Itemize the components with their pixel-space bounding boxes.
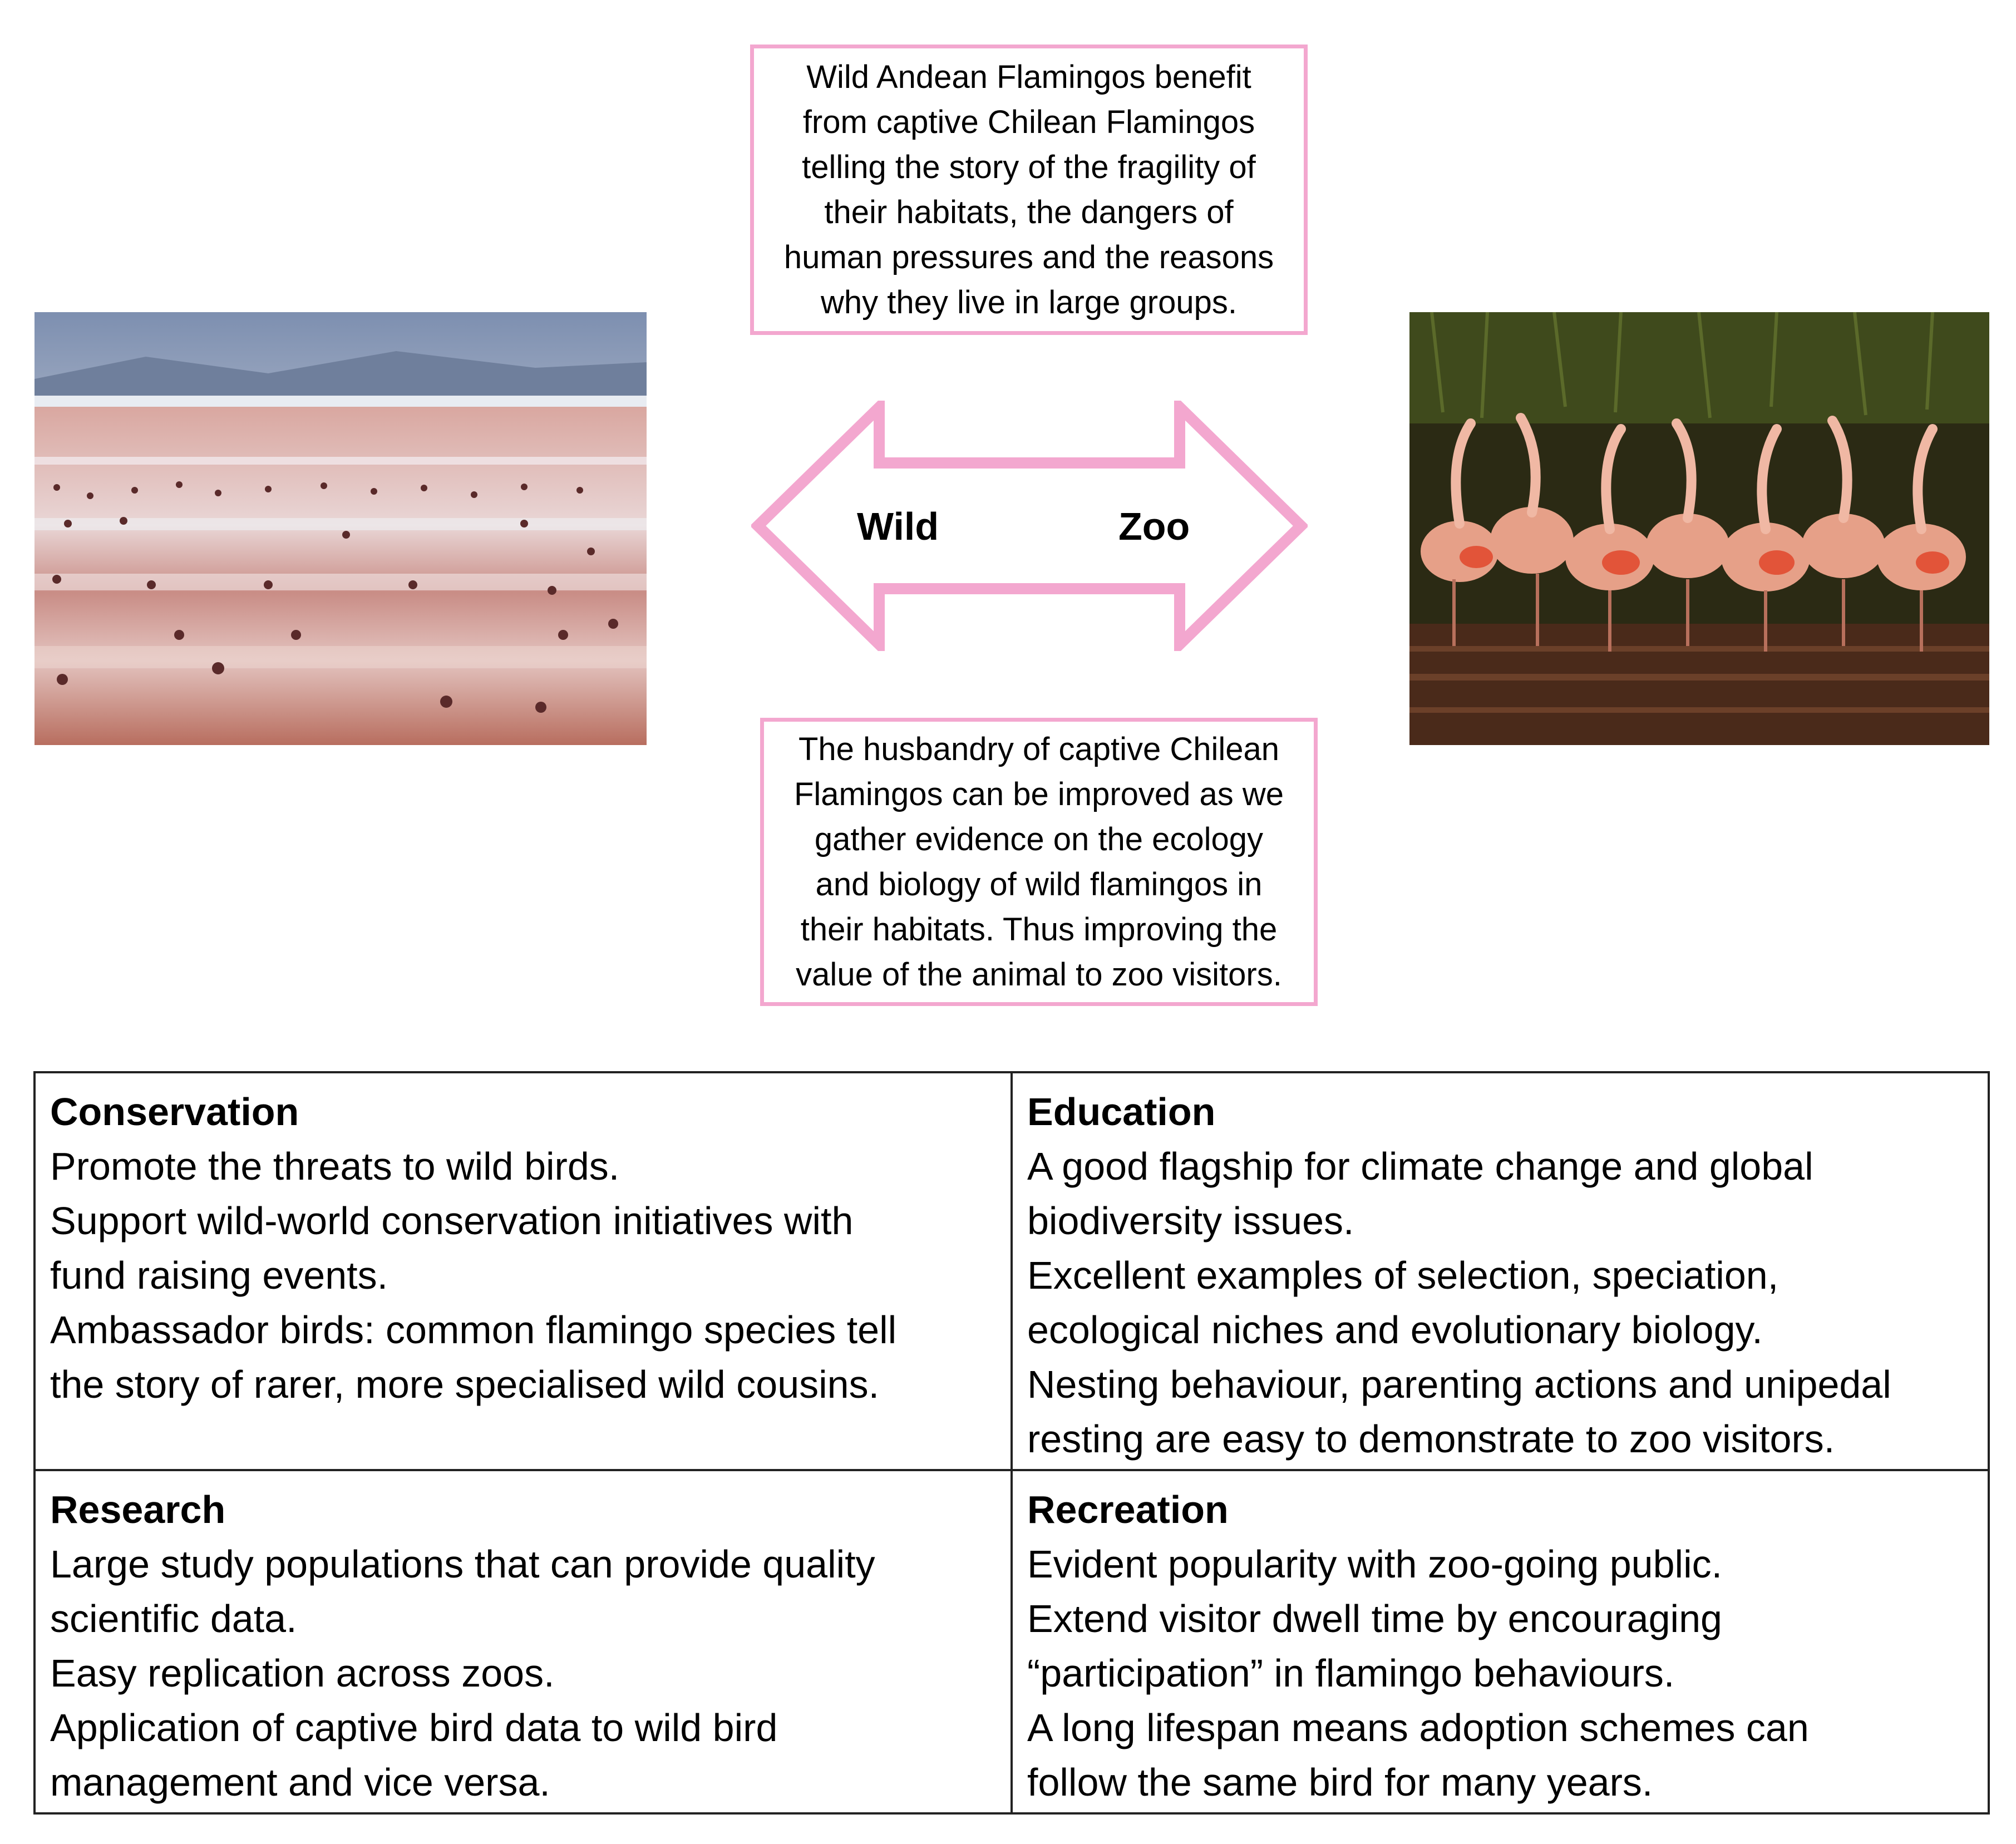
recreation-line: “participation” in flamingo behaviours. (1027, 1651, 1675, 1695)
education-line: biodiversity issues. (1027, 1199, 1354, 1243)
zoo-benefit-textbox: The husbandry of captive Chilean Flaming… (760, 718, 1318, 1006)
research-line: scientific data. (50, 1597, 297, 1640)
recreation-line: Extend visitor dwell time by encouraging (1027, 1597, 1722, 1640)
arrow-label-wild: Wild (857, 505, 939, 548)
research-cell: Research Large study populations that ca… (36, 1471, 1013, 1812)
education-line: resting are easy to demonstrate to zoo v… (1027, 1417, 1835, 1461)
research-line: Large study populations that can provide… (50, 1542, 875, 1586)
conservation-line: the story of rarer, more specialised wil… (50, 1363, 880, 1406)
conservation-line: Promote the threats to wild birds. (50, 1145, 620, 1188)
recreation-line: A long lifespan means adoption schemes c… (1027, 1706, 1809, 1749)
conservation-line: Support wild-world conservation initiati… (50, 1199, 854, 1243)
recreation-cell: Recreation Evident popularity with zoo-g… (1013, 1471, 1988, 1812)
education-line: Nesting behaviour, parenting actions and… (1027, 1363, 1891, 1406)
recreation-title: Recreation (1027, 1488, 1229, 1531)
recreation-line: Evident popularity with zoo-going public… (1027, 1542, 1723, 1586)
education-line: Excellent examples of selection, speciat… (1027, 1254, 1779, 1297)
conservation-title: Conservation (50, 1090, 299, 1133)
double-arrow-shape (751, 401, 1308, 651)
wild-benefit-textbox: Wild Andean Flamingos benefit from capti… (750, 45, 1308, 335)
conservation-line: Ambassador birds: common flamingo specie… (50, 1308, 897, 1352)
recreation-line: follow the same bird for many years. (1027, 1761, 1653, 1804)
conservation-line: fund raising events. (50, 1254, 388, 1297)
benefits-table: Conservation Promote the threats to wild… (33, 1071, 1990, 1815)
education-cell: Education A good flagship for climate ch… (1013, 1073, 1988, 1471)
research-line: management and vice versa. (50, 1761, 550, 1804)
education-line: A good flagship for climate change and g… (1027, 1145, 1813, 1188)
conservation-cell: Conservation Promote the threats to wild… (36, 1073, 1013, 1471)
education-line: ecological niches and evolutionary biolo… (1027, 1308, 1763, 1352)
research-line: Application of captive bird data to wild… (50, 1706, 778, 1749)
education-title: Education (1027, 1090, 1216, 1133)
research-line: Easy replication across zoos. (50, 1651, 555, 1695)
zoo-flamingo-photo (1409, 312, 1989, 745)
wild-zoo-double-arrow: Wild Zoo (751, 401, 1308, 651)
research-title: Research (50, 1488, 226, 1531)
wild-flamingo-photo (34, 312, 647, 745)
arrow-label-zoo: Zoo (1118, 505, 1190, 548)
